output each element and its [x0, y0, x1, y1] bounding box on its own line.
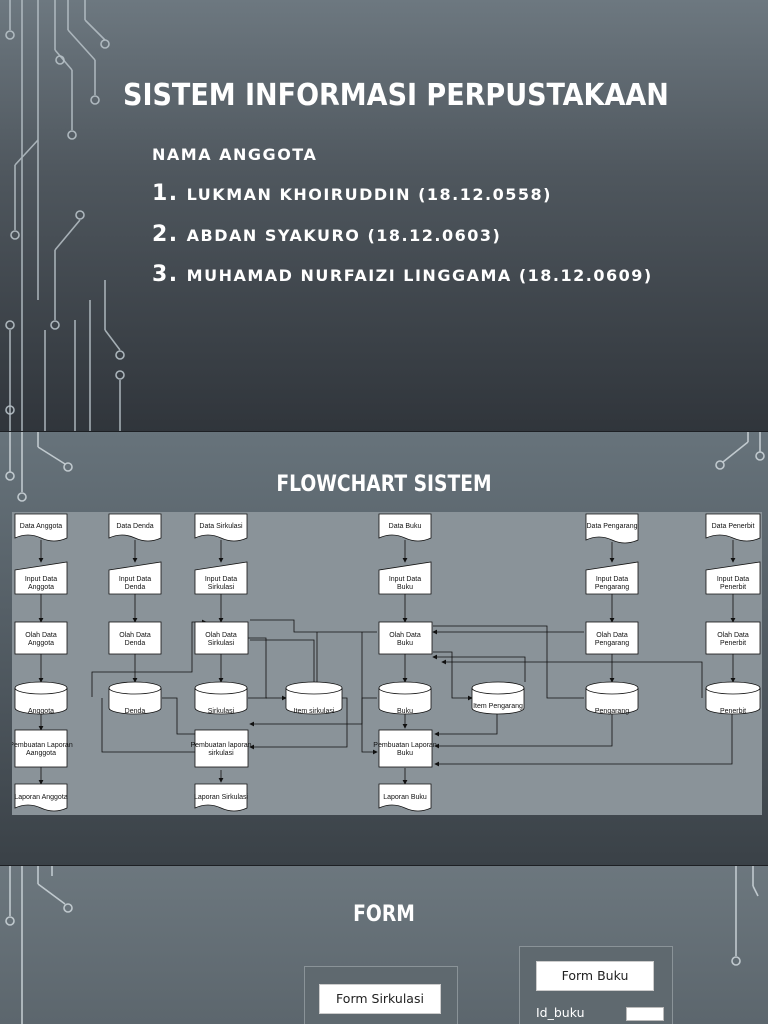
circuit-decoration-left [5, 432, 73, 502]
label-store-anggota: Anggota [28, 708, 54, 715]
form-buku-panel: Form Buku Id_buku [519, 946, 673, 1024]
doc-data-pengarang [585, 513, 639, 544]
label-doc-data-penerbit: Data Penerbit [712, 523, 755, 530]
form-buku-title: Form Buku [536, 961, 654, 991]
circuit-decoration-left [5, 0, 125, 432]
form-heading: FORM [353, 902, 415, 927]
members-heading: NAMA ANGGOTA [152, 145, 318, 164]
id-buku-field[interactable] [626, 1007, 664, 1021]
circuit-decoration-left [5, 866, 73, 1024]
doc-data-penerbit [705, 513, 761, 542]
label-laporan-sirkulasi: Laporan Sirkulasi [194, 794, 249, 801]
label-laporan-anggota: Laporan Anggota [14, 794, 67, 801]
label-store-item-pengarang: Item Pengarang [473, 703, 523, 710]
label-doc-data-buku: Data Buku [389, 523, 422, 530]
label-doc-data-denda: Data Denda [116, 523, 153, 530]
label-store-item-sirkulasi: Item sirkulasi [294, 708, 335, 715]
flowchart-heading: FLOWCHART SISTEM [276, 472, 492, 497]
label-doc-data-pengarang: Data Pengarang [587, 523, 638, 530]
member-item-3: 3.MUHAMAD NURFAIZI LINGGAMA (18.12.0609) [152, 262, 653, 287]
label-store-pengarang: Pengarang [595, 708, 629, 715]
doc-data-denda [108, 513, 162, 542]
label-store-denda: Denda [125, 708, 146, 715]
slide-title: SISTEM INFORMASI PERPUSTAKAAN NAMA ANGGO… [0, 0, 768, 432]
member-item-2: 2.ABDAN SYAKURO (18.12.0603) [152, 222, 502, 247]
form-sirkulasi-panel: Form Sirkulasi [304, 966, 458, 1024]
label-doc-data-sirkulasi: Data Sirkulasi [199, 523, 243, 530]
doc-data-buku [378, 513, 432, 542]
circuit-decoration-right [715, 432, 765, 470]
doc-data-sirkulasi [194, 513, 248, 542]
label-laporan-buku: Laporan Buku [383, 794, 427, 801]
form-sirkulasi-title: Form Sirkulasi [319, 984, 441, 1014]
label-store-penerbit: Penerbit [720, 708, 746, 715]
label-store-buku: Buku [397, 708, 413, 715]
slide-form: FORM Form Sirkulasi Form Buku Id_buku [0, 866, 768, 1024]
presentation-title: SISTEM INFORMASI PERPUSTAKAAN [123, 78, 669, 113]
flowchart-diagram: Data Anggota Data Denda Data Sirkulasi D… [9, 512, 762, 815]
id-buku-label: Id_buku [536, 1005, 585, 1020]
label-doc-data-anggota: Data Anggota [20, 523, 63, 530]
member-item-1: 1.LUKMAN KHOIRUDDIN (18.12.0558) [152, 181, 552, 206]
label-store-sirkulasi: Sirkulasi [208, 708, 235, 715]
circuit-decoration-right [731, 866, 759, 966]
doc-data-anggota [14, 513, 68, 542]
slide-flowchart: FLOWCHART SISTEM [0, 432, 768, 866]
